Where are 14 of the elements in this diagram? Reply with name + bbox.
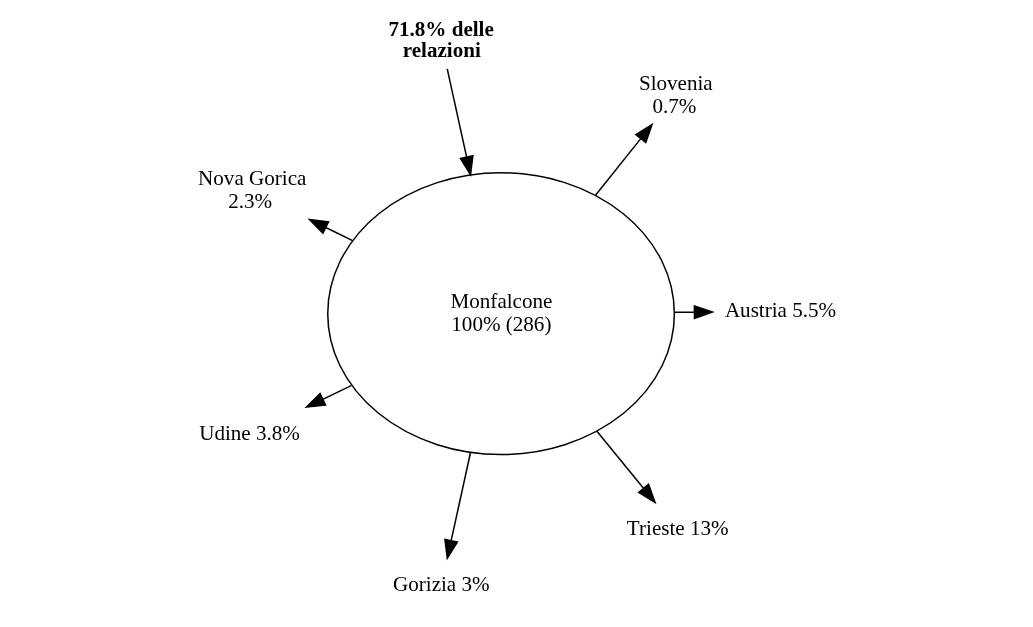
- node-text: Udine 3.8%: [199, 421, 300, 446]
- arrow: [594, 122, 654, 196]
- arrow: [307, 218, 354, 242]
- node-text: Trieste 13%: [626, 516, 729, 541]
- arrow: [596, 430, 657, 505]
- arrow: [304, 384, 352, 409]
- arrow: [446, 68, 474, 178]
- node-text: Nova Gorica 2.3%: [198, 165, 307, 213]
- node-text: Slovenia 0.7%: [638, 70, 713, 118]
- arrow: [444, 451, 472, 561]
- node-text: Gorizia 3%: [393, 572, 490, 597]
- arrow: [673, 304, 715, 320]
- node-text: 71.8% delle relazioni: [388, 16, 494, 62]
- node-text: Austria 5.5%: [724, 298, 837, 323]
